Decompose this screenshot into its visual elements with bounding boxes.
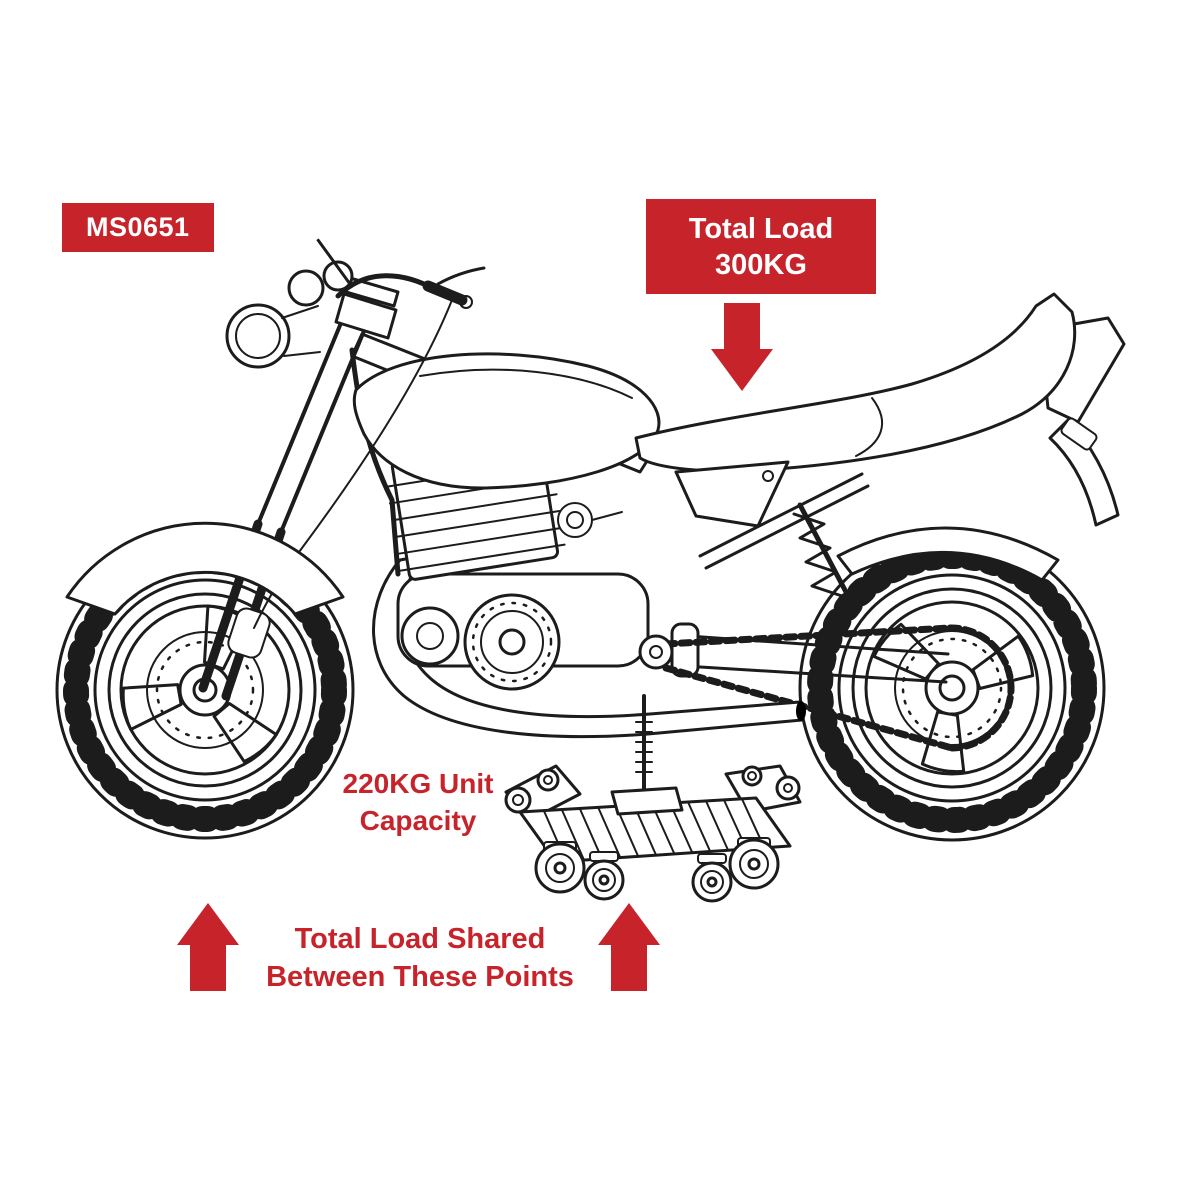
caster-wheel — [728, 837, 780, 890]
shared-load-caption: Total Load Shared Between These Points — [240, 920, 600, 996]
rear-wheel — [798, 534, 1106, 842]
arrow-up-icon — [177, 903, 239, 991]
total-load-line2: 300KG — [715, 248, 807, 281]
dolly — [504, 694, 802, 903]
model-badge: MS0651 — [62, 203, 214, 252]
shared-load-line1: Total Load Shared — [294, 923, 546, 955]
seat — [634, 292, 1077, 528]
arrow-down-icon — [711, 303, 773, 391]
swingarm-and-chain — [662, 622, 1015, 752]
unit-capacity-line2: Capacity — [359, 805, 477, 836]
rear-shock — [698, 472, 870, 598]
caster-wheel — [691, 853, 733, 903]
unit-capacity-line1: 220KG Unit — [342, 768, 494, 799]
model-badge-label: MS0651 — [86, 212, 190, 242]
unit-capacity-label: 220KG Unit Capacity — [318, 765, 518, 839]
caster-wheel — [583, 851, 625, 901]
shared-load-line2: Between These Points — [266, 961, 574, 993]
total-load-line1: Total Load — [688, 212, 834, 245]
front-fender — [65, 521, 345, 616]
arrow-up-icon — [598, 903, 660, 991]
total-load-callout: Total Load 300KG — [646, 199, 876, 294]
caster-wheel — [534, 841, 586, 894]
fuel-tank — [352, 352, 661, 490]
rear-fender — [836, 526, 1060, 582]
handlebar-and-headlight — [225, 220, 486, 369]
